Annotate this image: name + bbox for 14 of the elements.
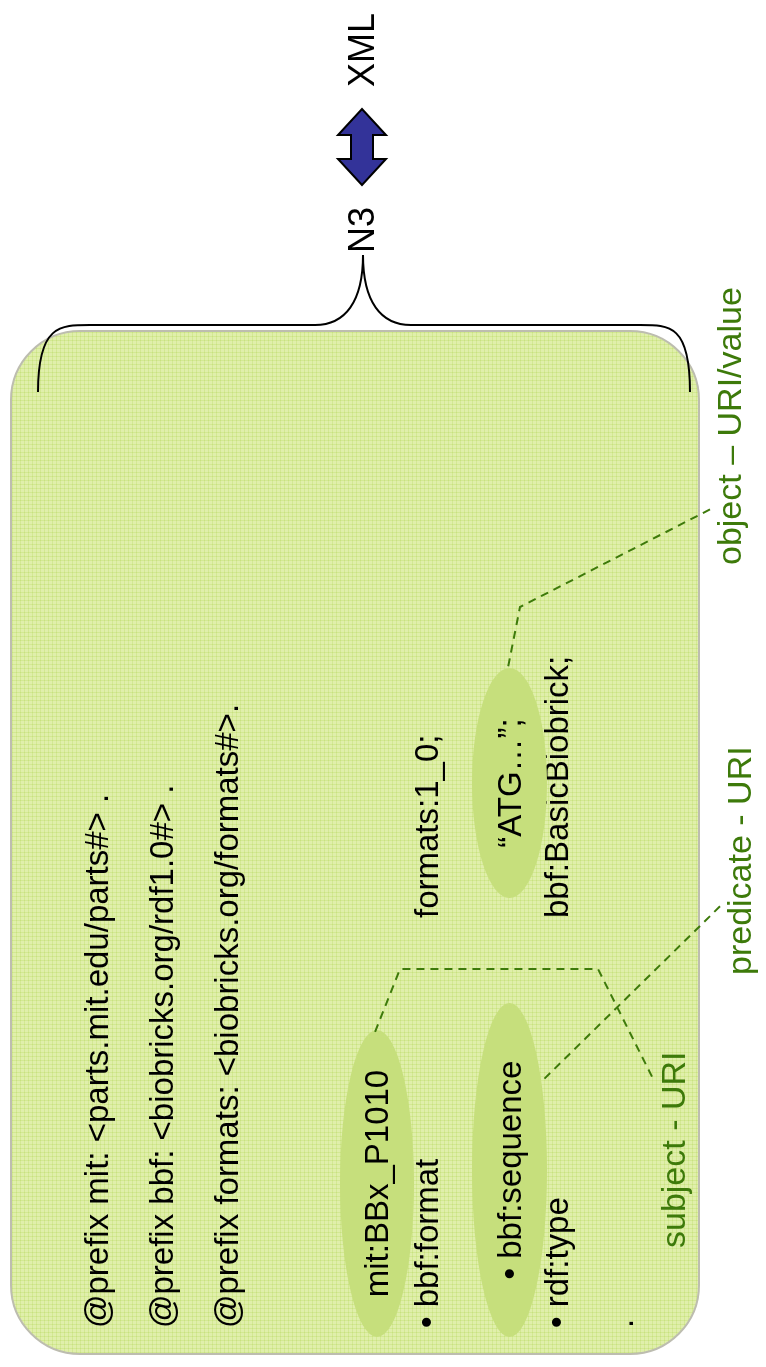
highlight-ellipse: mit:BBx_P1010 <box>340 1030 414 1337</box>
code-line: @prefix mit: <parts.mit.edu/parts#> . <box>78 793 116 1328</box>
annotation-label: object – URI/value <box>710 287 748 565</box>
code-line: . <box>603 1318 641 1328</box>
format-label: XML <box>343 12 381 87</box>
code-line: @prefix formats: <biobricks.org/formats#>. <box>208 703 246 1328</box>
format-label: N3 <box>343 206 381 253</box>
double-arrow <box>335 107 389 187</box>
annotation-label: subject - URI <box>654 1051 692 1248</box>
annotation-label: predicate - URI <box>720 746 758 975</box>
leader-line <box>374 968 653 1078</box>
code-panel <box>10 330 700 1355</box>
code-line: formats:1_0; <box>408 734 446 918</box>
code-line: @prefix bbf: <biobricks.org/rdf1.0#> . <box>143 784 181 1328</box>
